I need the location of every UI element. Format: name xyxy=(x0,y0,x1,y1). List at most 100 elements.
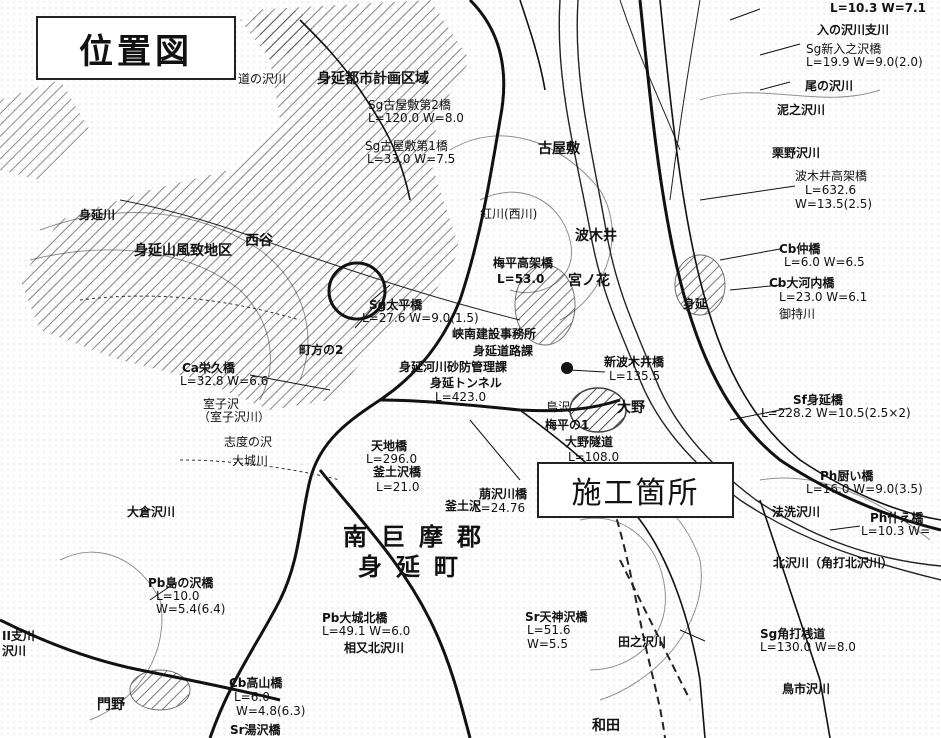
label-c1: 身延川 xyxy=(79,208,116,222)
label-s6: 萠沢川橋 xyxy=(479,487,528,501)
label-tl7: 古屋敷 xyxy=(538,141,580,157)
label-c10: L=6.0 W=6.5 xyxy=(784,255,865,269)
label-tr3: Sg新入之沢橋 xyxy=(806,42,882,56)
label-b13: L=6.0 xyxy=(234,690,270,704)
label-r7: 法洗沢川 xyxy=(772,505,821,519)
label-m9: 新波木井橋 xyxy=(604,355,665,369)
label-m11: 大野 xyxy=(617,400,645,416)
label-b17: II支川 xyxy=(2,629,35,643)
label-r11: 鳥市沢川 xyxy=(782,682,831,696)
label-b6: 相又北沢川 xyxy=(344,641,405,655)
map-title-box: 位置図 xyxy=(36,16,236,80)
label-m13: 大野隧道 xyxy=(565,435,614,449)
label-c8: 宮ノ花 xyxy=(568,273,610,289)
label-r9: Sg角打桟道 xyxy=(760,627,826,641)
label-b10: 田之沢川 xyxy=(618,635,667,649)
label-b1: Pb島の沢橋 xyxy=(148,576,214,590)
label-tl3: Sg古屋敷第2橋 xyxy=(368,98,451,112)
label-tl1: 道の沢川 xyxy=(238,72,287,86)
label-tl2: 身延都市計画区域 xyxy=(317,71,429,87)
label-s5: 釜土沢 xyxy=(445,499,482,513)
map-title: 位置図 xyxy=(79,31,193,72)
site-marker-circle xyxy=(327,261,387,321)
label-tr5: 尾の沢川 xyxy=(805,79,854,93)
label-b4: Pb大城北橋 xyxy=(322,611,388,625)
label-r8: 北沢川（角打北沢川） xyxy=(773,556,894,570)
label-tr1: L=10.3 W=7.1 xyxy=(830,1,927,15)
label-l3: 室子沢 xyxy=(203,397,240,411)
label-tl5: Sg古屋敷第1橋 xyxy=(365,139,448,153)
label-b9: W=5.5 xyxy=(527,637,569,651)
label-c2: 西谷 xyxy=(245,233,273,249)
label-m4: 身延道路課 xyxy=(473,344,534,358)
label-b5: L=49.1 W=6.0 xyxy=(322,624,411,638)
label-s3: 釜土沢橋 xyxy=(373,465,422,479)
label-r5: Ph什え橋 xyxy=(870,511,924,525)
label-s7: L=24.76 xyxy=(474,501,526,515)
label-s1: 天地橋 xyxy=(371,439,408,453)
label-l1: Ca栄久橋 xyxy=(182,361,235,375)
label-s9: 身延町 xyxy=(358,553,472,581)
site-callout: 施工箇所 xyxy=(571,476,700,511)
label-c12: L=23.0 W=6.1 xyxy=(779,290,868,304)
label-l4: （室子沢川） xyxy=(198,410,271,424)
label-s2: L=296.0 xyxy=(366,452,418,466)
label-m5: 身延河川砂防管理課 xyxy=(399,360,508,374)
label-m2: L=27.6 W=9.0(1.5) xyxy=(362,311,479,325)
label-c14: 御持川 xyxy=(779,307,816,321)
label-m6: 町方の2 xyxy=(299,343,344,357)
hatched-area-topleft xyxy=(240,10,320,60)
label-m7: 身延トンネル xyxy=(430,376,502,390)
label-b8: L=51.6 xyxy=(527,623,571,637)
hatched-area-left xyxy=(0,80,90,180)
label-tr7: 栗野沢川 xyxy=(772,146,821,160)
label-b3: W=5.4(6.4) xyxy=(156,602,226,616)
label-tr8: 波木井高架橋 xyxy=(795,169,868,183)
label-m1: Sg太平橋 xyxy=(369,298,423,312)
label-l7: 大倉沢川 xyxy=(127,505,176,519)
label-tr10: W=13.5(2.5) xyxy=(795,197,873,211)
label-m12: 梅平の1 xyxy=(545,418,590,432)
label-m15: 鳥沢 xyxy=(546,400,571,414)
label-b11: 門野 xyxy=(97,697,125,713)
label-b12: Cb高山橋 xyxy=(229,676,283,690)
label-tr2: 入の沢川支川 xyxy=(817,23,890,37)
hatched-scenic-zone xyxy=(20,0,470,410)
label-r6: L=10.3 W= xyxy=(861,524,931,538)
label-m3: 峡南建設事務所 xyxy=(452,327,537,341)
label-m8: L=423.0 xyxy=(435,390,487,404)
label-tr9: L=632.6 xyxy=(805,183,857,197)
label-m10: L=135.5 xyxy=(609,369,661,383)
label-l2: L=32.8 W=6.6 xyxy=(180,374,269,388)
label-c3: 身延山風致地区 xyxy=(134,243,232,259)
label-c6: 梅平高架橋 xyxy=(493,256,554,270)
label-tl4: L=120.0 W=8.0 xyxy=(368,111,464,125)
label-b16: Sr湯沢橋 xyxy=(230,723,281,737)
label-r4: L=16.0 W=9.0(3.5) xyxy=(806,482,923,496)
label-c11: Cb大河内橋 xyxy=(769,276,835,290)
label-s8: 南巨摩郡 xyxy=(343,523,495,551)
label-c13: 身延 xyxy=(683,297,708,311)
label-s4: L=21.0 xyxy=(376,480,420,494)
label-r10: L=130.0 W=8.0 xyxy=(760,640,856,654)
site-callout-box: 施工箇所 xyxy=(537,462,734,518)
label-tr6: 泥之沢川 xyxy=(777,103,826,117)
label-b7: Sr天神沢橋 xyxy=(525,610,588,624)
label-c4: 紅川(西川) xyxy=(480,207,538,221)
label-tr4: L=19.9 W=9.0(2.0) xyxy=(806,55,923,69)
label-c5: 波木井 xyxy=(575,228,617,244)
label-r1: Sf身延橋 xyxy=(793,393,843,407)
label-r3: Ph厨い橋 xyxy=(820,469,874,483)
label-b18: 沢川 xyxy=(2,644,27,658)
label-m14: L=108.0 xyxy=(568,450,620,464)
label-c9: Cb仲橋 xyxy=(779,242,821,256)
label-b15: 和田 xyxy=(592,718,620,734)
label-l6: 大城川 xyxy=(232,454,269,468)
label-c7: L=53.0 xyxy=(497,272,545,286)
office-dot xyxy=(561,362,573,374)
label-r2: L=228.2 W=10.5(2.5×2) xyxy=(761,406,911,420)
label-b14: W=4.8(6.3) xyxy=(236,704,306,718)
label-b2: L=10.0 xyxy=(156,589,200,603)
label-tl6: L=33.0 W=7.5 xyxy=(367,152,456,166)
